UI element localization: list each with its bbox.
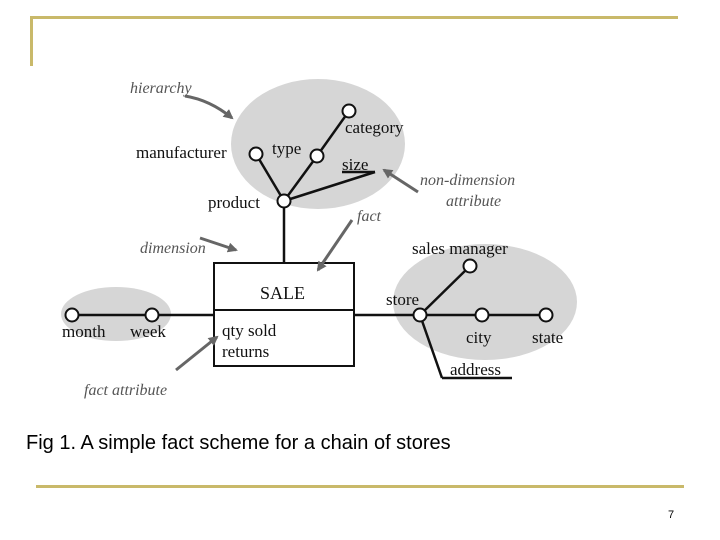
edge-store-address	[418, 314, 444, 379]
page-number: 7	[668, 509, 675, 521]
hierarchy-arrow	[184, 94, 234, 120]
sale-fact-box	[213, 262, 355, 367]
label-size: size	[342, 155, 368, 174]
edge-product-type	[282, 155, 319, 202]
label-week: week	[130, 322, 166, 341]
edge-product-size	[283, 170, 376, 203]
dimension-arrow	[199, 236, 238, 253]
annotation-attribute: attribute	[446, 193, 501, 210]
label-type: type	[272, 139, 301, 158]
figure-caption: Fig 1. A simple fact scheme for a chain …	[26, 432, 451, 454]
annotation-hierarchy: hierarchy	[130, 80, 193, 97]
top-rule-horizontal	[30, 16, 678, 19]
node-store	[412, 307, 428, 323]
attribute-nodes	[64, 103, 554, 323]
node-manufacturer	[248, 146, 264, 162]
node-product	[276, 193, 292, 209]
node-city	[474, 307, 490, 323]
label-state: state	[532, 328, 563, 347]
annotation-non-dimension: non-dimension	[420, 172, 515, 189]
annotation-dimension: dimension	[140, 240, 206, 257]
node-category	[341, 103, 357, 119]
top-rule-vertical	[30, 16, 33, 66]
label-month: month	[62, 322, 106, 341]
label-returns: returns	[222, 342, 269, 361]
fact-arrow	[316, 219, 354, 272]
label-address: address	[450, 360, 501, 379]
edge-type-category	[315, 110, 351, 157]
node-week	[144, 307, 160, 323]
fact-attribute-arrow	[175, 335, 219, 372]
store-hierarchy-blob	[393, 244, 577, 360]
annotation-fact-attribute: fact attribute	[84, 382, 167, 399]
label-store: store	[386, 290, 419, 309]
node-state	[538, 307, 554, 323]
label-product: product	[208, 193, 260, 212]
annotation-fact: fact	[357, 208, 382, 225]
label-qty-sold: qty sold	[222, 321, 277, 340]
node-month	[64, 307, 80, 323]
label-manufacturer: manufacturer	[136, 143, 227, 162]
label-sale: SALE	[260, 283, 305, 303]
edge-product-manufacturer	[254, 153, 286, 202]
label-sales-manager: sales manager	[412, 239, 508, 258]
annotation-arrows	[175, 94, 419, 372]
label-city: city	[466, 328, 492, 347]
edge-store-sales-manager	[419, 265, 471, 316]
node-sales-manager	[462, 258, 478, 274]
node-type	[309, 148, 325, 164]
non-dimension-arrow	[382, 168, 419, 194]
bottom-rule	[36, 485, 684, 488]
label-category: category	[345, 118, 404, 137]
